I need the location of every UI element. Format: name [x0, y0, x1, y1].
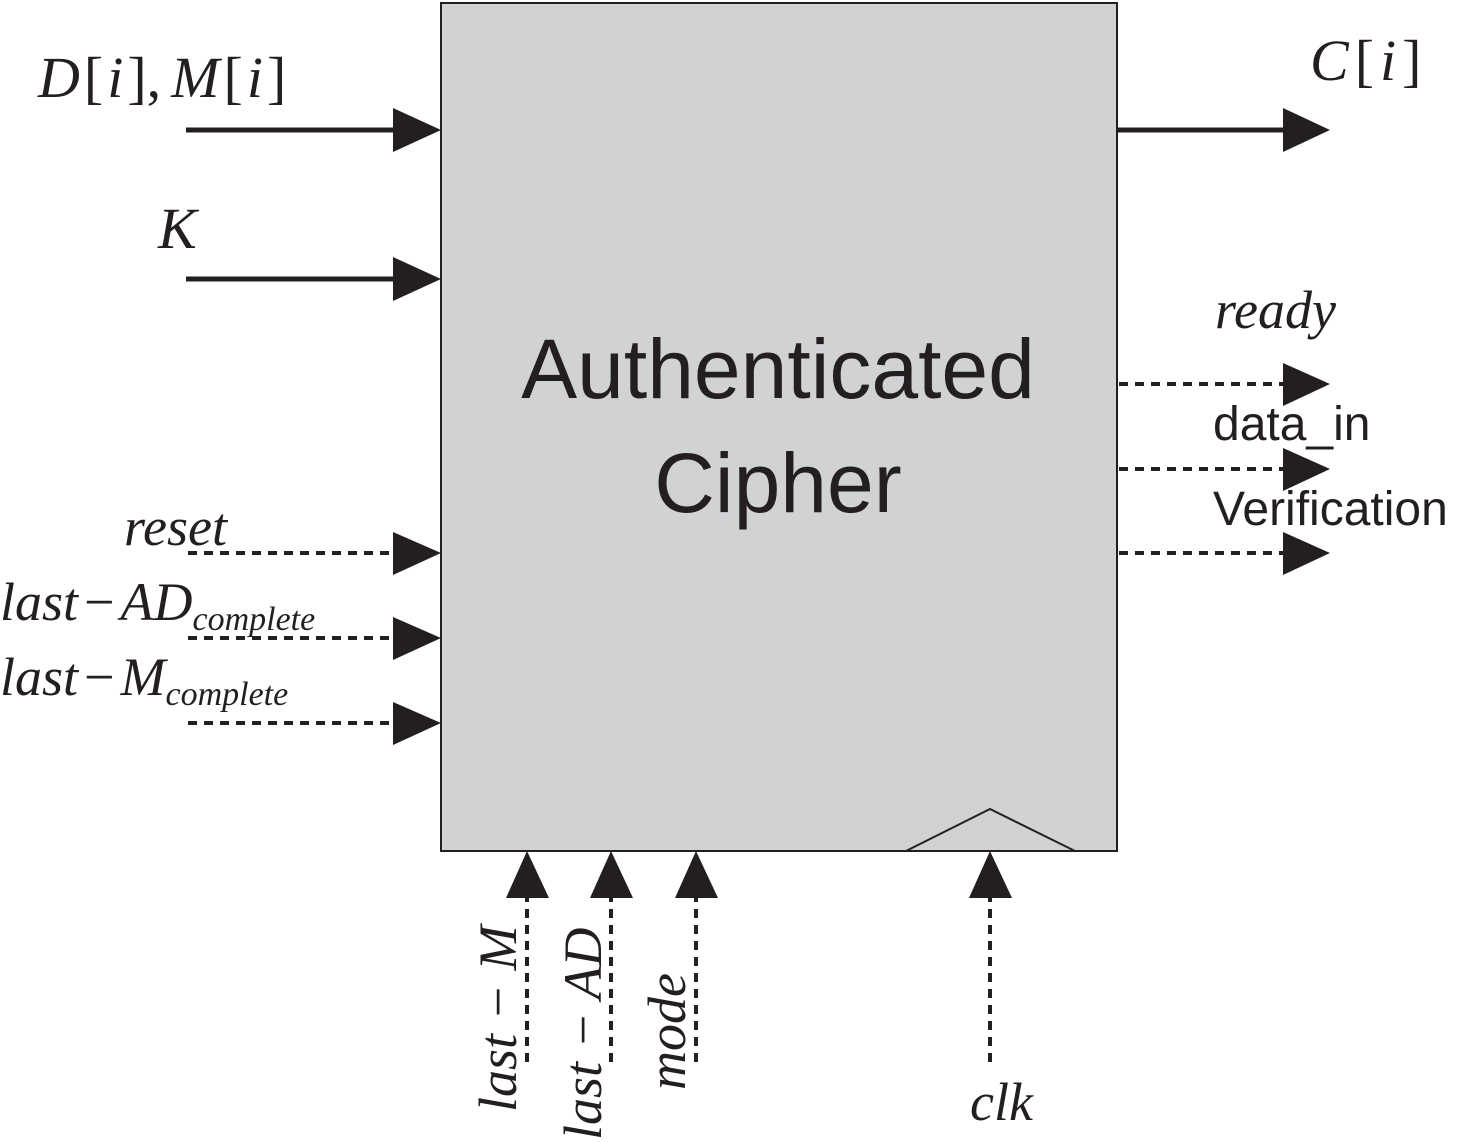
output-data-in-arrow: [1119, 448, 1330, 491]
input-key-arrow: [186, 257, 441, 301]
output-verification-arrow: [1119, 532, 1330, 575]
output-ready-arrow: [1119, 363, 1330, 406]
label-reset: reset: [124, 497, 229, 557]
label-mode: mode: [637, 973, 697, 1090]
input-last-m-arrow: [506, 851, 549, 1062]
input-dm-arrow: [186, 108, 441, 152]
label-ready: ready: [1215, 280, 1336, 340]
output-ciphertext-arrow: [1117, 108, 1330, 152]
label-last-m-complete: last−Mcomplete: [0, 647, 288, 713]
authenticated-cipher-block: [440, 2, 1118, 852]
label-last-ad-complete: last−ADcomplete: [0, 572, 315, 638]
input-mode-arrow: [675, 851, 718, 1062]
label-last-m: last − M: [468, 923, 528, 1112]
block-title-line1: Authenticated: [521, 322, 1035, 416]
label-verification: Verification: [1213, 483, 1448, 536]
label-ciphertext: C[i]: [1310, 28, 1421, 93]
input-reset-arrow: [188, 532, 441, 575]
input-last-ad-arrow: [590, 851, 633, 1062]
input-clk-arrow: [969, 851, 1012, 1062]
label-key: K: [157, 196, 200, 261]
label-last-ad: last − AD: [553, 928, 613, 1140]
input-last-m-complete-arrow: [188, 702, 441, 745]
label-d-m: D[i],M[i]: [37, 45, 286, 110]
label-data-in: data_in: [1213, 398, 1370, 451]
clock-edge-symbol: [905, 807, 1076, 852]
input-last-ad-complete-arrow: [188, 617, 441, 660]
label-clk: clk: [970, 1072, 1034, 1132]
block-title-line2: Cipher: [654, 436, 901, 530]
